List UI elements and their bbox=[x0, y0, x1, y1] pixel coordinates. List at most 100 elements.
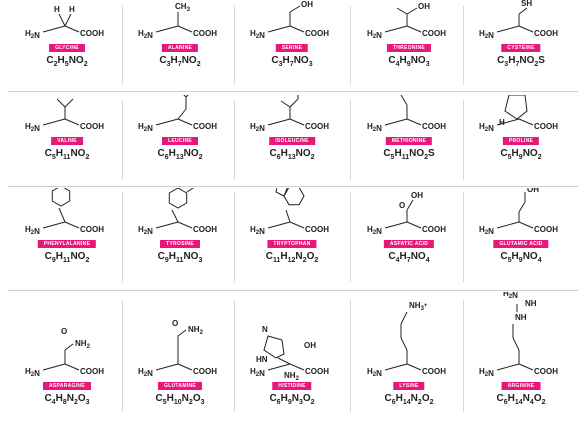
molecular-formula: C9H11NO3 bbox=[157, 251, 203, 264]
svg-text:NH2: NH2 bbox=[75, 339, 91, 350]
molecular-formula: C5H9NO2 bbox=[500, 148, 542, 161]
svg-text:N: N bbox=[262, 325, 268, 334]
carboxyl-group: COOH bbox=[305, 122, 329, 131]
amine-group: H2N bbox=[25, 225, 40, 236]
amino-acid-cell: H2NCOOHSMETHIONINEC5H11NO2S bbox=[354, 95, 464, 187]
amino-acid-name-label: ALANINE bbox=[161, 44, 199, 52]
carboxyl-group: COOH bbox=[193, 122, 217, 131]
amino-acid-name-label: ASPATIC ACID bbox=[383, 240, 435, 248]
amino-acid-name-label: PHENYLALANINE bbox=[37, 240, 97, 248]
structure-diagram: H2N COOH CH3 bbox=[138, 2, 217, 40]
carboxyl-group: COOH bbox=[305, 29, 329, 38]
amine-group: H2N bbox=[367, 122, 382, 133]
amino-acid-name-label: LYSINE bbox=[393, 382, 425, 390]
amino-acid-name-label: GLUTAMIC ACID bbox=[493, 240, 549, 248]
svg-text:OH: OH bbox=[301, 0, 313, 9]
amino-acid-name-label: GLUTAMINE bbox=[157, 382, 203, 390]
molecular-formula: C5H11NO2S bbox=[383, 148, 435, 161]
svg-text:O: O bbox=[61, 327, 67, 336]
carboxyl-group: COOH bbox=[422, 122, 446, 131]
amino-acid-name-label: ISOLEUCINE bbox=[269, 137, 315, 145]
carboxyl-group: COOH bbox=[534, 29, 558, 38]
svg-text:OH: OH bbox=[418, 2, 430, 11]
amine-group: H2N bbox=[479, 29, 494, 40]
amine-group: H2N bbox=[250, 122, 265, 133]
amino-acid-name-label: PROLINE bbox=[502, 137, 540, 145]
amino-acid-cell: H2NCOOHNHTRYPTOPHANC11H12N2O2 bbox=[237, 188, 347, 288]
row-divider bbox=[8, 91, 578, 92]
molecular-formula: C9H11NO2 bbox=[44, 251, 90, 264]
structure-diagram: H2N COOH OH bbox=[367, 2, 446, 40]
amino-acid-name-label: ARGININE bbox=[501, 382, 541, 390]
svg-text:CH3: CH3 bbox=[175, 2, 191, 13]
molecular-formula: C6H13NO2 bbox=[269, 148, 315, 161]
amino-acid-name-label: LEUCINE bbox=[161, 137, 199, 145]
amine-group: H2N bbox=[367, 29, 382, 40]
molecular-formula: C6H14N4O2 bbox=[496, 393, 546, 406]
svg-text:SH: SH bbox=[521, 0, 532, 8]
column-divider bbox=[463, 192, 464, 282]
molecular-formula: C6H13NO2 bbox=[157, 148, 203, 161]
amine-group: H2N bbox=[479, 225, 494, 236]
amine-group: H2N bbox=[25, 29, 40, 40]
svg-text:NH: NH bbox=[515, 313, 527, 322]
amino-acid-name-label: TYROSINE bbox=[160, 240, 200, 248]
row-divider bbox=[8, 290, 578, 291]
molecular-formula: C6H14N2O2 bbox=[384, 393, 434, 406]
carboxyl-group: COOH bbox=[305, 225, 329, 234]
structure-diagram: H2N COOH bbox=[250, 95, 329, 133]
amino-acid-name-label: CYSTEINE bbox=[501, 44, 541, 52]
amine-group: H2N bbox=[138, 367, 153, 378]
carboxyl-group: COOH bbox=[422, 225, 446, 234]
structure-diagram: H2N COOH SH bbox=[479, 0, 558, 40]
svg-text:OH: OH bbox=[527, 188, 539, 194]
svg-text:NH2: NH2 bbox=[188, 325, 204, 336]
svg-text:O: O bbox=[399, 201, 405, 210]
amine-group: H2N bbox=[250, 367, 265, 378]
amine-group: H2N bbox=[138, 225, 153, 236]
carboxyl-group: COOH bbox=[193, 29, 217, 38]
molecular-formula: C4H9NO3 bbox=[388, 55, 430, 68]
molecular-formula: C5H11NO2 bbox=[44, 148, 90, 161]
amine-group: H2N bbox=[138, 29, 153, 40]
amino-acid-name-label: TRYPTOPHAN bbox=[267, 240, 317, 248]
column-divider bbox=[350, 192, 351, 282]
amino-acid-cell: H2N COOH ISOLEUCINE C6H13NO2 bbox=[237, 95, 347, 187]
column-divider bbox=[122, 100, 123, 180]
carboxyl-group: COOH bbox=[422, 29, 446, 38]
molecular-formula: C6H9N3O2 bbox=[269, 393, 315, 406]
svg-text:HN: HN bbox=[256, 355, 268, 364]
svg-text:O: O bbox=[172, 319, 178, 328]
svg-text:NH: NH bbox=[525, 299, 537, 308]
amino-acid-name-label: VALINE bbox=[51, 137, 83, 145]
molecular-formula: C5H10N2O3 bbox=[155, 393, 205, 406]
carboxyl-group: COOH bbox=[80, 122, 104, 131]
carboxyl-group: COOH bbox=[534, 122, 558, 131]
svg-text:NH2: NH2 bbox=[284, 371, 300, 382]
svg-text:H2N: H2N bbox=[503, 292, 518, 300]
amino-acid-name-label: METHIONINE bbox=[385, 137, 433, 145]
structure-diagram: H2N COOH bbox=[25, 188, 104, 236]
carboxyl-group: COOH bbox=[80, 225, 104, 234]
amino-acid-name-label: ASPARAGINE bbox=[43, 382, 91, 390]
